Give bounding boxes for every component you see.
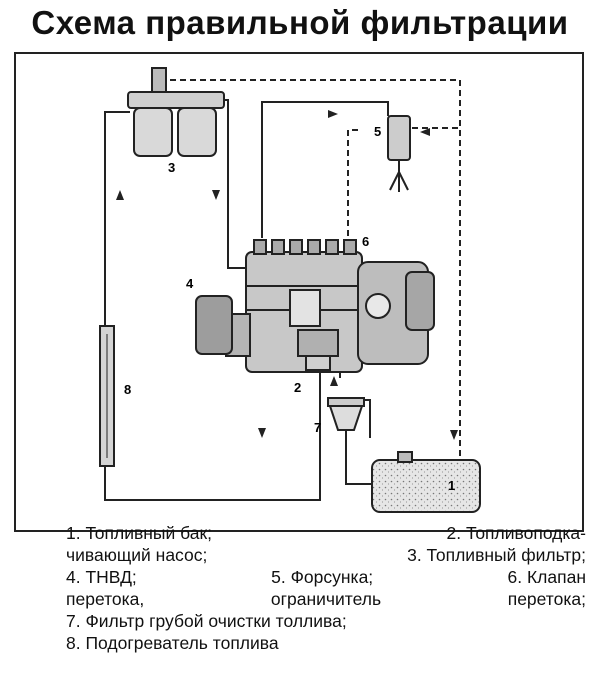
fuel-filter-3	[127, 67, 225, 157]
line-heater-to-filter	[104, 111, 130, 326]
line-filter-to-hpfp	[222, 99, 245, 269]
legend-line-6: 8. Подогреватель топлива	[66, 632, 586, 654]
arrow-down-pump-line	[258, 428, 266, 438]
label-1: 1	[448, 478, 455, 493]
arrow-down-filter-hpfp	[212, 190, 220, 200]
legend-4c: перетока;	[507, 589, 586, 609]
legend-line-2: чивающий насос; 3. Топливный фильтр;	[66, 544, 586, 566]
label-2: 2	[294, 380, 301, 395]
label-5: 5	[374, 124, 381, 139]
arrow-down-return	[450, 430, 458, 440]
coarse-filter-7	[327, 397, 365, 440]
legend-1a: 1. Топливный бак;	[66, 523, 213, 543]
label-7: 7	[314, 420, 321, 435]
legend: 1. Топливный бак; 2. Топливоподка- чиваю…	[66, 522, 586, 654]
label-8: 8	[124, 382, 131, 397]
legend-3c: 6. Клапан	[507, 567, 586, 587]
line-hpfp-to-injector	[261, 101, 389, 238]
label-4: 4	[186, 276, 194, 291]
legend-6a: 8. Подогреватель топлива	[66, 633, 279, 653]
component-labels: 1 2 3 4 5 6 7 8	[124, 124, 455, 493]
legend-4a: перетока,	[66, 589, 145, 609]
legend-line-4: перетока, ограничитель перетока;	[66, 588, 586, 610]
arrow-up-heater	[116, 190, 124, 200]
fuel-tank-1	[371, 451, 481, 513]
legend-1b: 2. Топливоподка-	[446, 523, 586, 543]
legend-4b: ограничитель	[270, 589, 382, 609]
arrow-up-pump	[330, 376, 338, 386]
injector-5	[387, 115, 411, 192]
legend-2b: 3. Топливный фильтр;	[407, 545, 586, 565]
diagram-frame	[14, 52, 584, 532]
legend-line-5: 7. Фильтр грубой очистки толлива;	[66, 610, 586, 632]
legend-3b: 5. Форсунка;	[271, 567, 374, 587]
fuel-system-schematic: 1 2 3 4 5 6 7 8	[99, 67, 481, 513]
flow-arrows	[116, 110, 458, 440]
page-title: Схема правильной фильтрации	[31, 4, 569, 41]
label-3: 3	[168, 160, 175, 175]
arrow-right-top	[328, 110, 338, 118]
label-6: 6	[362, 234, 369, 249]
legend-line-3: 4. ТНВД; 5. Форсунка; 6. Клапан	[66, 566, 586, 588]
legend-5a: 7. Фильтр грубой очистки толлива;	[66, 611, 347, 631]
legend-3a: 4. ТНВД;	[66, 567, 137, 587]
priming-pump-2	[297, 329, 339, 371]
legend-2a: чивающий насос;	[66, 545, 208, 565]
return-valve-6	[347, 129, 360, 236]
fuel-heater-8	[99, 325, 115, 467]
arrow-left-injector	[420, 128, 430, 136]
legend-line-1: 1. Топливный бак; 2. Топливоподка-	[66, 522, 586, 544]
